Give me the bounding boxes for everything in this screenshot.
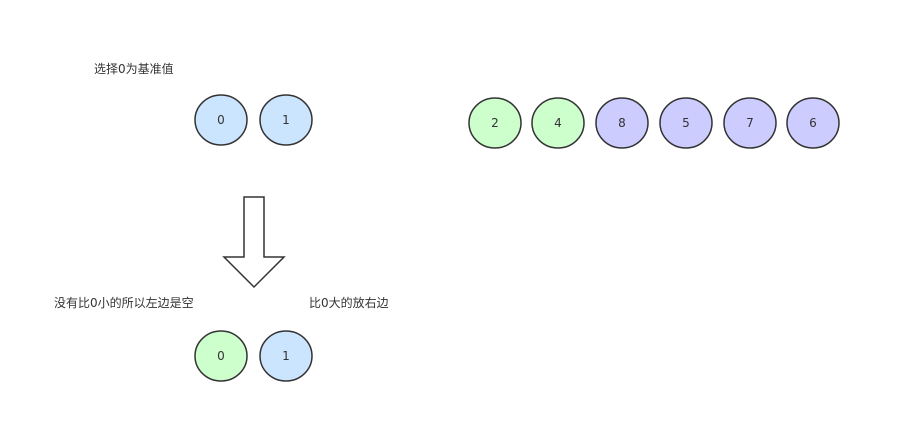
node-value: 4: [554, 116, 562, 130]
array-node: 2: [468, 97, 522, 149]
node-value: 1: [282, 113, 290, 127]
down-arrow-icon: [222, 196, 286, 289]
array-node: 0: [194, 330, 248, 382]
array-node: 7: [723, 97, 777, 149]
node-value: 5: [682, 116, 690, 130]
array-node: 1: [259, 330, 313, 382]
node-value: 2: [491, 116, 499, 130]
array-node: 8: [595, 97, 649, 149]
right-note-label: 比0大的放右边: [309, 295, 389, 310]
node-value: 1: [282, 349, 290, 363]
array-node: 6: [786, 97, 840, 149]
left-empty-note-label: 没有比0小的所以左边是空: [54, 295, 194, 310]
remaining-row: 2 4 8 5 7 6: [468, 97, 840, 149]
array-node: 0: [194, 94, 248, 146]
node-value: 0: [217, 113, 225, 127]
node-value: 7: [746, 116, 754, 130]
node-value: 8: [618, 116, 626, 130]
array-node: 4: [531, 97, 585, 149]
array-node: 5: [659, 97, 713, 149]
node-value: 6: [809, 116, 817, 130]
array-node: 1: [259, 94, 313, 146]
pivot-note-label: 选择0为基准值: [94, 61, 174, 76]
node-value: 0: [217, 349, 225, 363]
bottom-row: 0 1: [194, 330, 313, 382]
top-row: 0 1: [194, 94, 313, 146]
